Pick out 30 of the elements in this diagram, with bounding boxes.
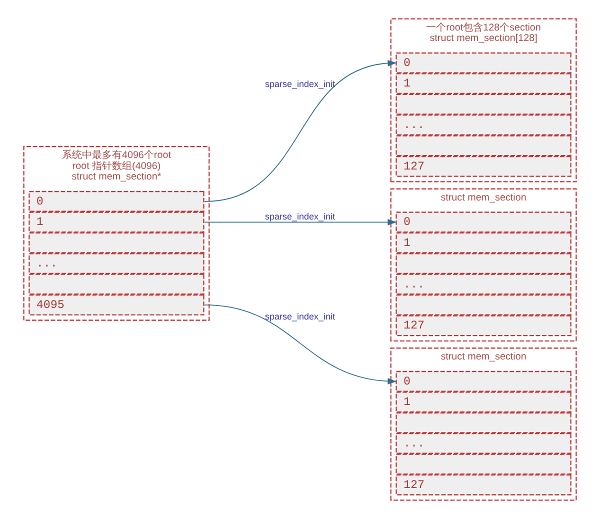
node-box: 0 [396, 370, 572, 392]
node-box: ... [28, 253, 204, 274]
arrow [204, 219, 397, 226]
node-box [396, 253, 572, 274]
arrow [204, 304, 397, 384]
node-box [396, 294, 572, 316]
edge-label: sparse_index_init [265, 311, 335, 322]
node-box [28, 232, 204, 254]
node-box: 0 [396, 212, 572, 233]
node-box: 1 [28, 212, 204, 233]
node-box [396, 135, 572, 156]
node-box: ... [396, 274, 572, 295]
node-box: 127 [396, 315, 572, 336]
node-box: ... [396, 433, 572, 454]
node-box [28, 274, 204, 295]
edge-label: sparse_index_init [265, 79, 335, 90]
node-box: 4095 [28, 294, 204, 316]
node-box [396, 412, 572, 434]
node-box: 127 [396, 474, 572, 496]
node-box: 1 [396, 73, 572, 94]
node-box: 1 [396, 392, 572, 413]
node-box [396, 454, 572, 475]
node-box: ... [396, 114, 572, 136]
node-box: 1 [396, 232, 572, 254]
node-box: 0 [396, 52, 572, 74]
node-box: 127 [396, 156, 572, 177]
arrow [204, 60, 397, 202]
node-box: 0 [28, 190, 204, 212]
node-box [396, 94, 572, 115]
edge-label: sparse_index_init [265, 211, 335, 222]
